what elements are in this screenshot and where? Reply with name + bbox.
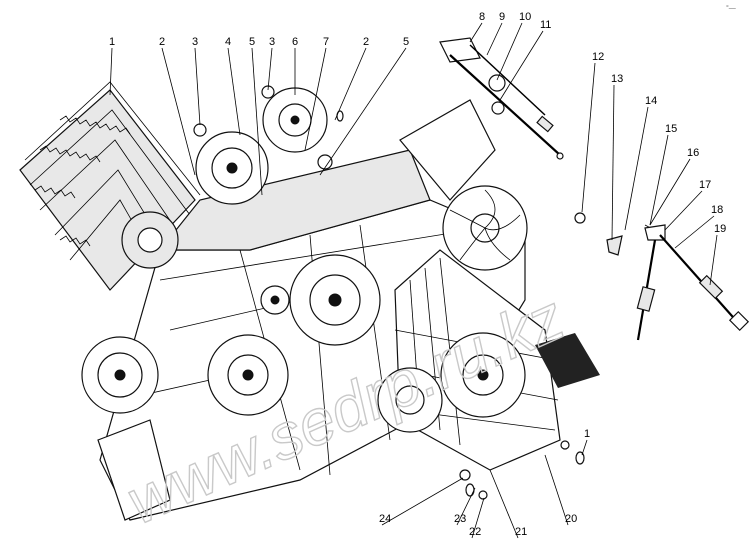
callout-label: 2	[159, 36, 165, 48]
callout-label: 24	[379, 513, 391, 525]
callout-label: 18	[711, 204, 723, 216]
leader-line	[581, 62, 596, 213]
leader-line	[664, 190, 703, 231]
callout-label: 9	[499, 11, 505, 23]
callout-label: 21	[515, 526, 527, 538]
callout-label: 20	[565, 513, 577, 525]
drum-side-pulley	[377, 367, 443, 433]
corner-mark: °—	[726, 4, 736, 12]
lower-pulley	[207, 334, 289, 416]
leader-line	[471, 497, 485, 539]
callout-label: 8	[479, 11, 485, 23]
callout-label: 12	[592, 51, 604, 63]
callout-label: 1	[584, 428, 590, 440]
leader-line	[611, 84, 615, 241]
belt	[535, 333, 600, 388]
pulley-6	[262, 87, 328, 153]
leader-line	[674, 215, 715, 249]
callout-label: 19	[714, 223, 726, 235]
callout-label: 3	[192, 36, 198, 48]
leader-line	[319, 47, 407, 176]
lever-assembly	[439, 37, 564, 160]
center-pulley	[289, 254, 381, 346]
chute	[97, 419, 171, 521]
leader-line	[469, 22, 483, 43]
leader-line	[194, 47, 201, 126]
right-lever-assembly	[574, 212, 750, 341]
callout-label: 13	[611, 73, 623, 85]
leader-line	[649, 158, 691, 226]
callout-label: 11	[540, 19, 551, 31]
leader-line	[109, 47, 113, 96]
callout-label: 7	[323, 36, 329, 48]
leader-line	[581, 439, 588, 456]
callout-label: 10	[519, 11, 531, 23]
leader-line	[499, 30, 544, 101]
callout-label: 15	[665, 123, 677, 135]
leader-line	[456, 487, 476, 526]
pulley-4	[195, 131, 269, 205]
leader-line	[486, 22, 503, 56]
callout-label: 5	[403, 36, 409, 48]
leader-line	[304, 47, 327, 151]
callout-label: 14	[645, 95, 657, 107]
ring-3a	[193, 123, 207, 137]
leader-line	[489, 469, 519, 539]
side-rotor	[121, 211, 179, 269]
callout-label: 2	[363, 36, 369, 48]
leader-line	[544, 454, 569, 526]
leader-line	[267, 47, 273, 91]
callout-label: 3	[269, 36, 275, 48]
leader-line	[334, 47, 367, 121]
leader-line	[624, 106, 649, 231]
leader-line	[381, 477, 464, 526]
leader-line	[709, 234, 718, 286]
callout-label: 5	[249, 36, 255, 48]
callout-label: 22	[469, 526, 481, 538]
fan-wheel	[442, 185, 528, 271]
leader-line	[161, 47, 196, 176]
leader-line	[496, 22, 523, 81]
leader-line	[649, 134, 669, 226]
callout-label: 1	[109, 36, 115, 48]
leader-line	[251, 47, 263, 196]
ring-7	[317, 154, 333, 170]
callout-label: 23	[454, 513, 466, 525]
fasteners	[459, 440, 585, 500]
callout-label: 17	[699, 179, 711, 191]
callout-label: 4	[225, 36, 231, 48]
callout-label: 16	[687, 147, 699, 159]
callout-label: 6	[292, 36, 298, 48]
leader-line	[227, 47, 241, 136]
left-pulley	[81, 336, 159, 414]
small-pulley	[260, 285, 290, 315]
